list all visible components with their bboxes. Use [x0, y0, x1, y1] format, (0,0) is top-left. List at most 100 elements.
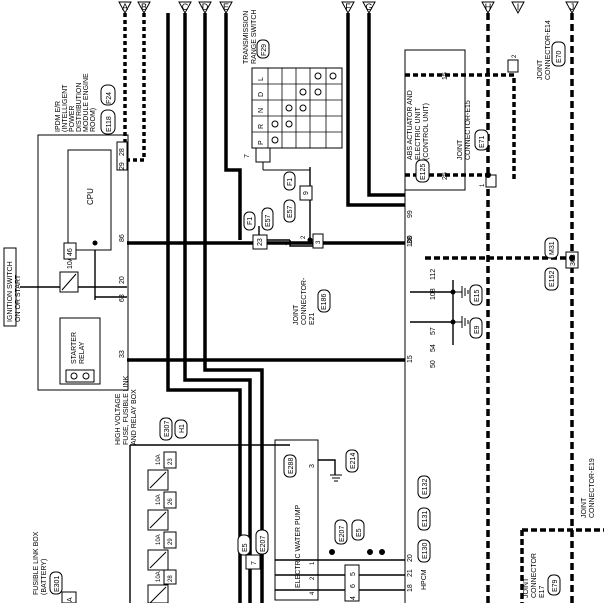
ipdm-title: IPDM E/R (INTELLIGENT POWER DISTRIBUTION… [55, 71, 97, 132]
connector-e71[interactable]: E71 [474, 129, 489, 151]
connector-d[interactable]: D [198, 1, 212, 15]
jc-e21-wire [289, 240, 320, 247]
fusible-link-box: FUSIBLE LINK BOX(BATTERY) E301 A [33, 531, 77, 603]
pin-label: 5 [350, 572, 357, 576]
connector-b[interactable]: B [137, 1, 151, 15]
pin-label: 2 [310, 576, 316, 580]
trans-title: TRANSMISSIONRANGE SWITCH [243, 10, 258, 64]
connector-e131[interactable]: E131 [417, 507, 431, 531]
connector-f1-b[interactable]: F1 [283, 171, 296, 191]
ipdm-pin-box-top [116, 141, 128, 171]
connector-e307[interactable]: E307 [159, 417, 173, 441]
ipdm-connector-f24[interactable]: F24 [100, 84, 116, 106]
connector-e207-a[interactable]: E207 [255, 529, 269, 555]
connector-g[interactable]: G [362, 1, 376, 15]
fuse-amp: 10A [156, 571, 162, 582]
fuse-29: 10A 29 [147, 531, 177, 571]
pin-label: 50 [430, 360, 437, 368]
connector-e132[interactable]: E132 [417, 475, 431, 499]
wire-b [127, 13, 146, 162]
connector-label: E118 [106, 116, 113, 132]
connector-label: J [570, 2, 575, 12]
connector-label: E207 [260, 536, 267, 552]
connector-e152[interactable]: E152 [544, 267, 559, 291]
pin-label: 1 [480, 183, 486, 187]
connector-i[interactable]: I [511, 1, 525, 15]
svg-text:JOINTCONNECTOR-E14: JOINTCONNECTOR-E14 [537, 20, 552, 80]
connector-e5-a[interactable]: E5 [237, 534, 251, 556]
ground-e9: E9 [455, 316, 483, 339]
connector-e[interactable]: E [219, 1, 233, 15]
connector-e125[interactable]: E125 [415, 159, 430, 183]
pin-label: 54 [430, 344, 437, 352]
ground-label: E214 [350, 453, 357, 469]
pin-label: 15 [442, 72, 449, 80]
pin-label: 7 [244, 154, 251, 158]
ignition-label: IGNITION SWITCH ON OR START [7, 259, 22, 322]
connector-label: E [223, 2, 229, 12]
trans-connector-f29[interactable]: F29 [256, 39, 270, 59]
pin-label: 3 [316, 240, 322, 244]
connector-e57-a[interactable]: E57 [261, 207, 274, 231]
hv-title: HIGH VOLTAGEFUSE, FUSIBLE LINKAND RELAY … [115, 375, 138, 445]
fuse-amp: 10A [156, 534, 162, 545]
connector-label: E70 [556, 50, 563, 63]
connector-f[interactable]: F [341, 1, 355, 15]
connector-label: F1 [247, 217, 254, 225]
connector-label: H [485, 2, 492, 12]
ipdm-outline [37, 134, 129, 391]
fuse-num: 26 [168, 498, 174, 505]
connector-e288[interactable]: E288 [283, 454, 297, 478]
pump-gnd-wire [318, 459, 336, 475]
connector-e57-b[interactable]: E57 [283, 199, 296, 223]
connector-e186[interactable]: E186 [317, 289, 331, 313]
pin-label: 20 [407, 554, 414, 562]
ipdm-box: IPDM E/R (INTELLIGENT POWER DISTRIBUTION… [37, 71, 129, 391]
connector-h1[interactable]: H1 [174, 419, 188, 439]
hpcm-label: HPCM [421, 569, 428, 590]
svg-text:JOINTCONNECTOR-E19: JOINTCONNECTOR-E19 [581, 458, 596, 518]
pin-label: 18 [407, 584, 414, 592]
svg-text:JOINTCONNECTORE17: JOINTCONNECTORE17 [523, 553, 546, 598]
connector-a[interactable]: A [118, 1, 132, 15]
ground-e15: E15 [455, 284, 483, 306]
connector-label: F [345, 2, 351, 12]
connector-m31[interactable]: M31 [544, 237, 559, 259]
connector-h[interactable]: H [481, 1, 495, 15]
ground-label: E15 [474, 289, 481, 302]
connector-label: F29 [261, 44, 268, 56]
pin-label: 15 [407, 355, 414, 363]
grounds: E15 E9 [455, 284, 483, 339]
trans-pin-box [255, 147, 271, 163]
e5-e207-connectors: E5 E207 7 E207 E5 [237, 519, 365, 570]
pin-label: 86 [119, 234, 126, 242]
connector-e5-b[interactable]: E5 [351, 519, 365, 541]
connector-e207-b[interactable]: E207 [334, 519, 348, 545]
joint-connector-e19: JOINTCONNECTOR-E19 [581, 458, 596, 518]
connector-f1-a[interactable]: F1 [243, 211, 256, 231]
abs-box [404, 49, 466, 191]
fuse-amp: 10A [156, 454, 162, 465]
fuse-amp: 10A [156, 494, 162, 505]
pin-label: 38 [407, 236, 414, 244]
joint-connector-e17: JOINTCONNECTORE17 E79 [523, 553, 561, 598]
connector-j[interactable]: J [565, 1, 579, 15]
pin-label: 23 [257, 238, 264, 246]
connector-label: E5 [356, 528, 363, 537]
connector-c[interactable]: C [178, 1, 192, 15]
cpu-box [67, 149, 112, 251]
ipdm-connector-e118[interactable]: E118 [100, 109, 116, 135]
connector-e301[interactable]: E301 [49, 571, 63, 595]
connector-label: E132 [422, 479, 429, 495]
connector-label: I [517, 2, 520, 12]
ecm-edge: 99 100 38 15 20 21 18 112 108 57 54 50 [404, 190, 437, 603]
connector-label: E125 [420, 164, 427, 180]
joint-connector-e21: 1 2 3 JOINTCONNECTOR-E21 E186 [286, 233, 331, 325]
pin-box-9 [299, 185, 313, 201]
connector-e130[interactable]: E130 [417, 539, 431, 563]
connector-e79[interactable]: E79 [547, 574, 561, 596]
pos-label: D [258, 92, 265, 97]
connector-label: E57 [265, 214, 272, 227]
connector-label: E130 [422, 543, 429, 559]
connector-e70[interactable]: E70 [551, 41, 566, 67]
